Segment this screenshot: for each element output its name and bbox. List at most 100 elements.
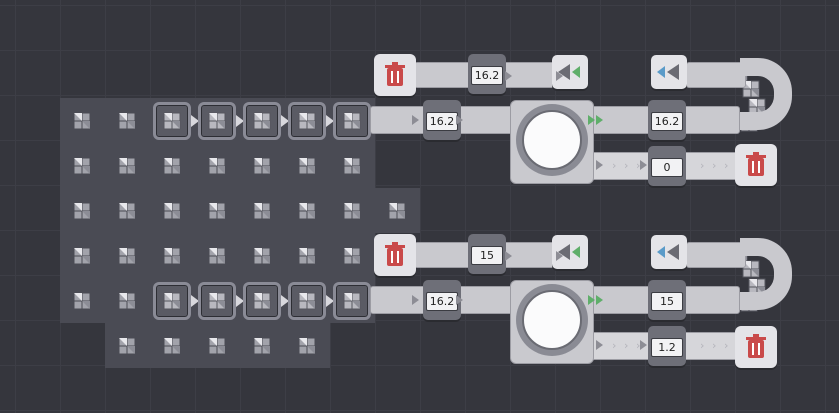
item-glyph-icon: [298, 157, 316, 175]
belt-chevron-icon: ›: [636, 339, 641, 352]
flow-arrow-icon: [556, 251, 563, 261]
flow-arrow-icon: [588, 295, 595, 305]
producer-block[interactable]: [198, 102, 236, 140]
belt-chevron-icon: ›: [700, 159, 705, 172]
output-arrow-icon: [326, 115, 334, 127]
spawner-arrow-icon: [657, 244, 679, 260]
item-glyph-icon: [298, 202, 316, 220]
top-return-spawner[interactable]: [651, 55, 687, 89]
producer-block[interactable]: [153, 102, 191, 140]
producer-block[interactable]: [198, 282, 236, 320]
item-glyph-icon: [253, 202, 271, 220]
item-glyph-icon: [298, 292, 316, 310]
flow-arrow-icon: [588, 115, 595, 125]
item-glyph-icon: [208, 292, 226, 310]
top-overflow-trash[interactable]: [735, 144, 777, 186]
flow-arrow-icon: [412, 295, 419, 305]
bottom-recycle-trash[interactable]: [374, 234, 416, 276]
belt-chevron-icon: ›: [612, 339, 617, 352]
output-arrow-icon: [236, 295, 244, 307]
flow-arrow-icon: [596, 340, 603, 350]
item-glyph-icon: [118, 112, 136, 130]
item-glyph-icon: [163, 112, 181, 130]
item-glyph-icon: [118, 247, 136, 265]
bottom-overflow-counter[interactable]: 1.2: [648, 326, 686, 366]
item-glyph-icon: [208, 157, 226, 175]
item-glyph-icon: [253, 112, 271, 130]
belt-chevron-icon: ›: [724, 339, 729, 352]
item-glyph-icon: [118, 292, 136, 310]
item-glyph-icon: [253, 337, 271, 355]
flow-arrow-icon: [456, 295, 463, 305]
item-glyph-icon: [253, 157, 271, 175]
item-glyph-icon: [298, 337, 316, 355]
item-glyph-icon: [343, 292, 361, 310]
producer-block[interactable]: [153, 282, 191, 320]
item-glyph-icon: [208, 112, 226, 130]
top-overflow-counter[interactable]: 0: [648, 146, 686, 186]
flow-arrow-icon: [412, 115, 419, 125]
top-recycle-trash[interactable]: [374, 54, 416, 96]
item-glyph-icon: [73, 112, 91, 130]
item-glyph-icon: [253, 247, 271, 265]
item-glyph-icon: [388, 202, 406, 220]
producer-block[interactable]: [333, 102, 371, 140]
producer-block[interactable]: [288, 282, 326, 320]
bottom-return-spawner[interactable]: [651, 235, 687, 269]
item-glyph-icon: [118, 337, 136, 355]
item-glyph-icon: [73, 247, 91, 265]
item-glyph-icon: [253, 292, 271, 310]
belt-chevron-icon: ›: [724, 159, 729, 172]
item-glyph-icon: [163, 202, 181, 220]
belt-chevron-icon: ›: [612, 159, 617, 172]
producer-block[interactable]: [288, 102, 326, 140]
item-glyph-icon: [343, 202, 361, 220]
item-glyph-icon: [298, 112, 316, 130]
belt-chevron-icon: ›: [624, 339, 629, 352]
item-glyph-icon: [298, 247, 316, 265]
flow-arrow-icon: [640, 340, 647, 350]
flow-arrow-icon: [596, 295, 603, 305]
top-splitter[interactable]: [510, 100, 594, 184]
output-arrow-icon: [281, 295, 289, 307]
top-input-counter[interactable]: 16.2: [423, 100, 461, 140]
belt-chevron-icon: ›: [712, 339, 717, 352]
flow-arrow-icon: [456, 115, 463, 125]
item-glyph-icon: [73, 292, 91, 310]
bottom-input-counter[interactable]: 16.2: [423, 280, 461, 320]
item-glyph-icon: [163, 157, 181, 175]
trash-can-icon: [385, 62, 405, 86]
bottom-recycle-counter[interactable]: 15: [468, 234, 506, 274]
item-glyph-icon: [163, 292, 181, 310]
item-glyph-icon: [343, 112, 361, 130]
top-uturn-belt[interactable]: [740, 58, 792, 130]
output-arrow-icon: [281, 115, 289, 127]
output-arrow-icon: [191, 295, 199, 307]
top-return-belt[interactable]: [686, 62, 746, 88]
item-glyph-icon: [343, 247, 361, 265]
trash-can-icon: [385, 242, 405, 266]
bottom-return-belt[interactable]: [686, 242, 746, 268]
item-glyph-icon: [118, 157, 136, 175]
bottom-splitter[interactable]: [510, 280, 594, 364]
splitter-wheel-icon: [522, 110, 582, 170]
flow-arrow-icon: [640, 160, 647, 170]
item-glyph-icon: [163, 337, 181, 355]
trash-can-icon: [746, 334, 766, 358]
flow-arrow-icon: [505, 71, 512, 81]
flow-arrow-icon: [556, 71, 563, 81]
belt-chevron-icon: ›: [700, 339, 705, 352]
producer-block[interactable]: [333, 282, 371, 320]
top-output-counter[interactable]: 16.2: [648, 100, 686, 140]
item-glyph-icon: [163, 247, 181, 265]
output-arrow-icon: [326, 295, 334, 307]
item-glyph-icon: [118, 202, 136, 220]
producer-block[interactable]: [243, 282, 281, 320]
belt-chevron-icon: ›: [712, 159, 717, 172]
bottom-overflow-trash[interactable]: [735, 326, 777, 368]
spawner-arrow-icon: [657, 64, 679, 80]
top-recycle-counter[interactable]: 16.2: [468, 54, 506, 94]
item-glyph-icon: [208, 247, 226, 265]
producer-block[interactable]: [243, 102, 281, 140]
bottom-output-counter[interactable]: 15: [648, 280, 686, 320]
